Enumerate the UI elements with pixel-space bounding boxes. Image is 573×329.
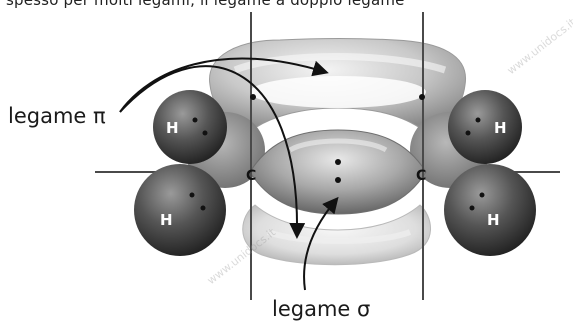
hydrogen-label-bottom-left: H bbox=[160, 211, 173, 229]
hydrogen-bottom-left bbox=[134, 164, 226, 256]
pi-lobe-upper bbox=[210, 39, 466, 129]
hydrogen-label-top-right: H bbox=[494, 119, 507, 137]
carbon-label-left: C bbox=[246, 168, 256, 184]
pi-bond-label: legame π bbox=[8, 104, 106, 128]
sigma-bond-label: legame σ bbox=[272, 297, 370, 321]
hydrogen-label-bottom-right: H bbox=[487, 211, 500, 229]
sigma-lobe bbox=[250, 130, 426, 214]
hydrogen-top-left bbox=[153, 90, 227, 164]
hydrogen-bottom-right bbox=[444, 164, 536, 256]
carbon-label-right: C bbox=[416, 168, 426, 184]
hydrogen-label-top-left: H bbox=[166, 119, 179, 137]
hydrogen-top-right bbox=[448, 90, 522, 164]
